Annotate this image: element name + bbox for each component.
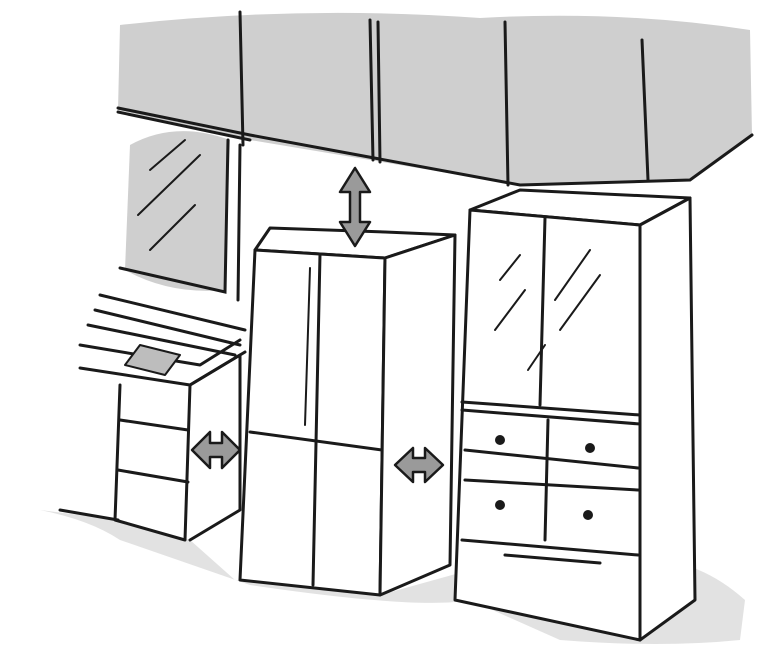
sink-counter [60, 295, 245, 540]
horizontal-clearance-arrow-icon [192, 432, 240, 468]
center-refrigerator [240, 228, 455, 595]
tall-cabinet [455, 190, 695, 640]
